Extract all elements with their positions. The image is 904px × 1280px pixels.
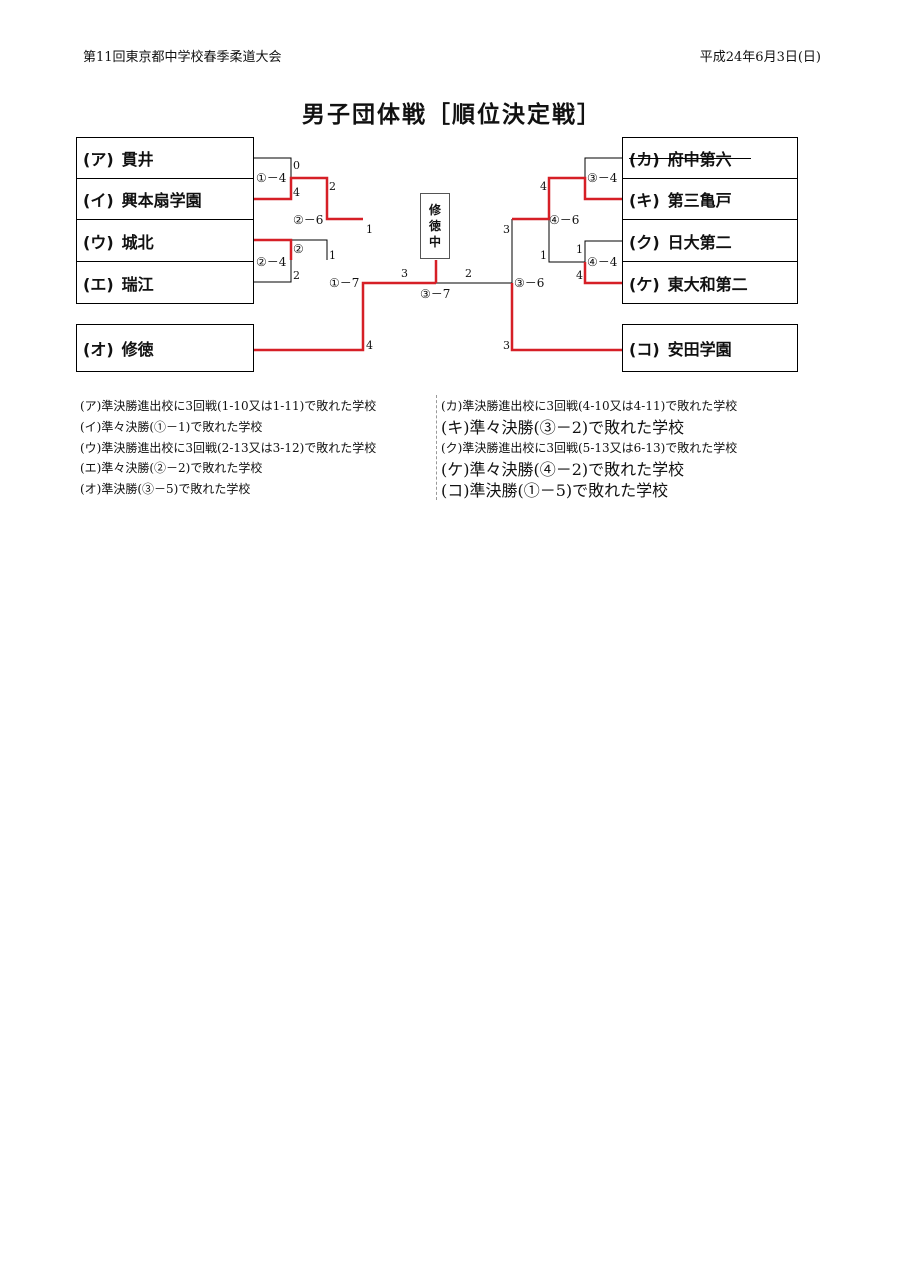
note-right: (コ)準決勝(①－5)で敗れた学校 (441, 481, 669, 500)
winner-line (254, 176, 363, 221)
team-box-ka: (カ) 府中第六 (622, 137, 798, 179)
team-name: 修徳 (121, 340, 154, 359)
note-left: (イ)準々決勝(①－1)で敗れた学校 (80, 420, 263, 434)
match-label: ③－6 (514, 276, 545, 290)
score: 0 (293, 159, 300, 172)
team-code: (ク) (629, 232, 660, 252)
match-label: ④－6 (549, 213, 580, 227)
team-box-u: (ウ) 城北 (76, 219, 254, 262)
champion-char: 徳 (428, 219, 441, 233)
champion-char: 修 (428, 203, 441, 217)
score: 2 (329, 180, 336, 193)
team-box-a: (ア) 貫井 (76, 137, 254, 179)
strikethrough-line (629, 158, 751, 159)
winner-line (254, 238, 293, 260)
team-code: (オ) (83, 340, 114, 359)
match-label: ①－7 (329, 276, 360, 290)
score: 4 (576, 269, 583, 282)
match-label: ④－4 (587, 255, 618, 269)
team-box-o: (オ) 修徳 (76, 324, 254, 372)
score: 3 (503, 339, 510, 352)
team-box-ku: (ク) 日大第二 (622, 219, 798, 262)
note-left: (オ)準決勝(③－5)で敗れた学校 (80, 482, 251, 496)
team-box-ki: (キ) 第三亀戸 (622, 178, 798, 220)
bracket-line (548, 240, 585, 263)
score: 1 (329, 249, 336, 262)
winner-line (512, 176, 622, 221)
champion-box: 修 徳 中 (420, 193, 450, 259)
team-code: (キ) (629, 191, 660, 210)
team-name: 貫井 (121, 150, 154, 169)
note-left: (エ)準々決勝(②－2)で敗れた学校 (80, 461, 263, 475)
team-box-ke: (ケ) 東大和第二 (622, 261, 798, 304)
team-name: 城北 (121, 232, 154, 252)
team-box-i: (イ) 興本扇学園 (76, 178, 254, 220)
team-name: 府中第六 (667, 150, 732, 169)
team-name: 興本扇学園 (121, 191, 202, 210)
team-name: 第三亀戸 (667, 191, 732, 210)
score: 4 (366, 339, 373, 352)
score: 4 (540, 180, 547, 193)
match-label: ③－7 (420, 287, 451, 301)
team-code: (イ) (83, 191, 114, 210)
tournament-name: 第11回東京都中学校春季柔道大会 (83, 50, 282, 65)
note-right: (ケ)準々決勝(④－2)で敗れた学校 (441, 460, 685, 479)
note-right: (ク)準決勝進出校に3回戦(5-13又は6-13)で敗れた学校 (441, 441, 738, 455)
score: 1 (366, 223, 373, 236)
team-code: (エ) (83, 274, 114, 294)
bracket-line (584, 157, 622, 178)
notes-divider (436, 395, 437, 500)
score: 1 (576, 243, 583, 256)
event-date: 平成24年6月3日(日) (699, 50, 821, 65)
team-name: 東大和第二 (667, 274, 748, 294)
match-label: ② (293, 242, 304, 256)
match-label: ③－4 (587, 171, 618, 185)
team-box-e: (エ) 瑞江 (76, 261, 254, 304)
team-box-ko: (コ) 安田学園 (622, 324, 798, 372)
note-left: (ア)準決勝進出校に3回戦(1-10又は1-11)で敗れた学校 (80, 399, 377, 413)
score: 4 (293, 186, 300, 199)
match-label: ①－4 (256, 171, 287, 185)
score: 2 (293, 269, 300, 282)
match-label: ②－4 (256, 255, 287, 269)
bracket-line (254, 260, 292, 283)
page-title: 男子団体戦［順位決定戦］ (302, 102, 602, 128)
bracket-line (291, 239, 328, 260)
winner-line (583, 262, 622, 285)
score: 3 (503, 223, 510, 236)
team-name: 瑞江 (121, 274, 154, 294)
winner-line (254, 281, 436, 352)
team-code: (ケ) (629, 274, 660, 294)
bracket-line (584, 240, 622, 262)
winner-line (510, 283, 622, 352)
score: 1 (540, 249, 547, 262)
team-code: (カ) (629, 150, 660, 169)
note-left: (ウ)準決勝進出校に3回戦(2-13又は3-12)で敗れた学校 (80, 441, 377, 455)
note-right: (カ)準決勝進出校に3回戦(4-10又は4-11)で敗れた学校 (441, 399, 738, 413)
match-label: ②－6 (293, 213, 324, 227)
team-name: 安田学園 (667, 340, 732, 359)
team-code: (コ) (629, 340, 660, 359)
team-code: (ア) (83, 150, 114, 169)
score: 3 (401, 267, 408, 280)
champion-char: 中 (428, 235, 441, 249)
note-right: (キ)準々決勝(③－2)で敗れた学校 (441, 418, 685, 437)
bracket-line (254, 157, 292, 178)
team-code: (ウ) (83, 232, 114, 252)
team-name: 日大第二 (667, 232, 732, 252)
score: 2 (465, 267, 472, 280)
